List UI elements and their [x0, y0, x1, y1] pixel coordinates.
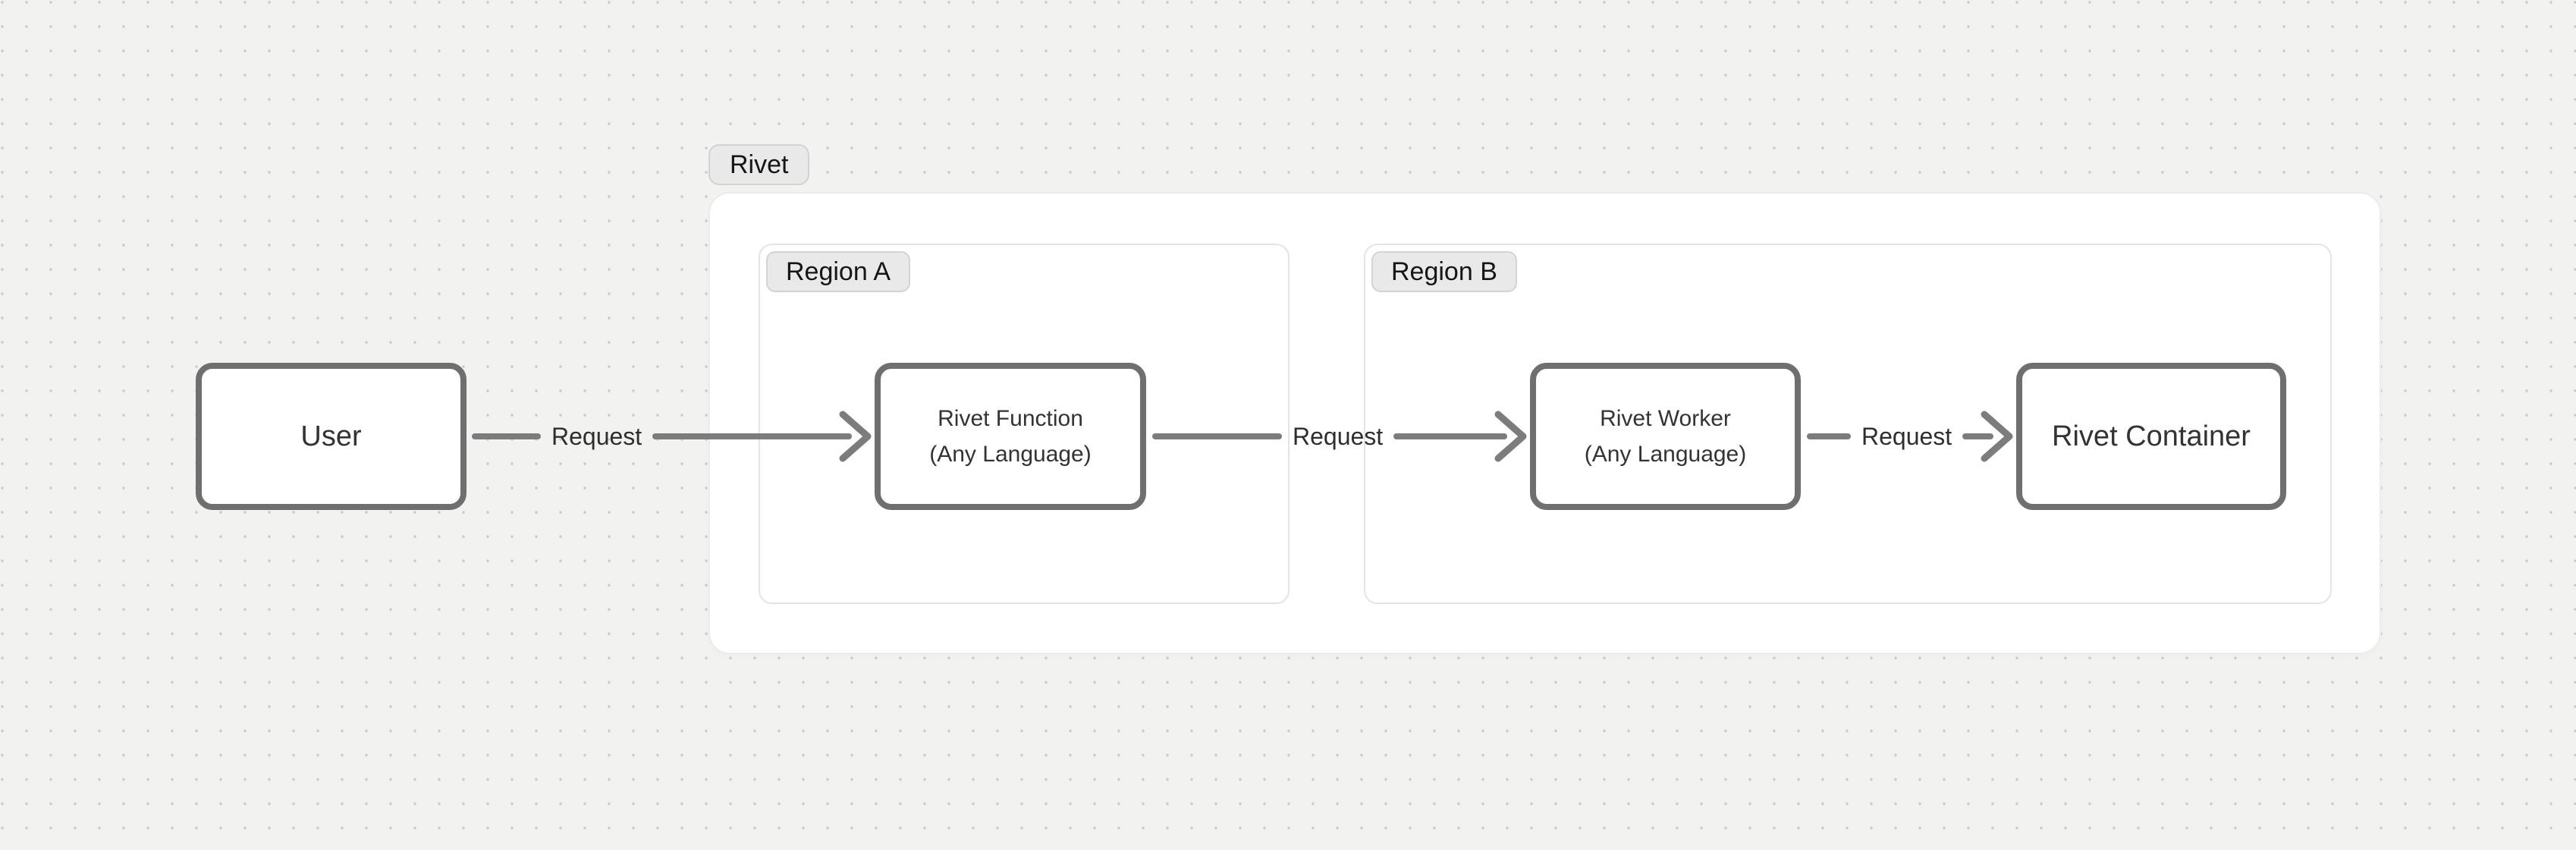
- node-rivet-worker-label-line2: (Any Language): [1584, 442, 1747, 467]
- region-a-label-pill: Region A: [766, 251, 910, 292]
- node-rivet-container-label: Rivet Container: [2052, 420, 2251, 452]
- node-user-label: User: [300, 420, 362, 452]
- edge-line: [652, 433, 852, 439]
- arrowhead-icon: [1494, 411, 1527, 462]
- edge-line: [1962, 433, 1993, 439]
- arrowhead-icon: [1981, 411, 2013, 462]
- edge-worker-to-container: Request: [1807, 406, 2013, 467]
- node-rivet-function-label-line1: Rivet Function: [938, 406, 1083, 431]
- edge-line: [1807, 433, 1851, 439]
- edge-label: Request: [1293, 422, 1384, 450]
- edge-line: [1152, 433, 1282, 439]
- edge-function-to-worker: Request: [1152, 406, 1527, 467]
- edge-line: [472, 433, 541, 439]
- edge-label: Request: [1861, 422, 1952, 450]
- node-rivet-worker-label-line1: Rivet Worker: [1600, 406, 1731, 431]
- edge-tail: [652, 406, 872, 467]
- node-rivet-function: Rivet Function (Any Language): [875, 363, 1146, 510]
- edge-label: Request: [551, 422, 642, 450]
- edge-user-to-function: Request: [472, 406, 872, 467]
- rivet-group-label: Rivet: [730, 150, 789, 179]
- node-user: User: [196, 363, 467, 510]
- region-a-label: Region A: [786, 257, 891, 286]
- node-rivet-worker: Rivet Worker (Any Language): [1530, 363, 1801, 510]
- region-b-label-pill: Region B: [1371, 251, 1517, 292]
- arrowhead-icon: [839, 411, 872, 462]
- node-rivet-container: Rivet Container: [2016, 363, 2286, 510]
- rivet-group-label-pill: Rivet: [708, 144, 810, 185]
- edge-line: [1393, 433, 1507, 439]
- region-b-label: Region B: [1391, 257, 1497, 286]
- edge-tail: [1962, 406, 2013, 467]
- edge-tail: [1393, 406, 1527, 467]
- node-rivet-function-label-line2: (Any Language): [929, 442, 1092, 467]
